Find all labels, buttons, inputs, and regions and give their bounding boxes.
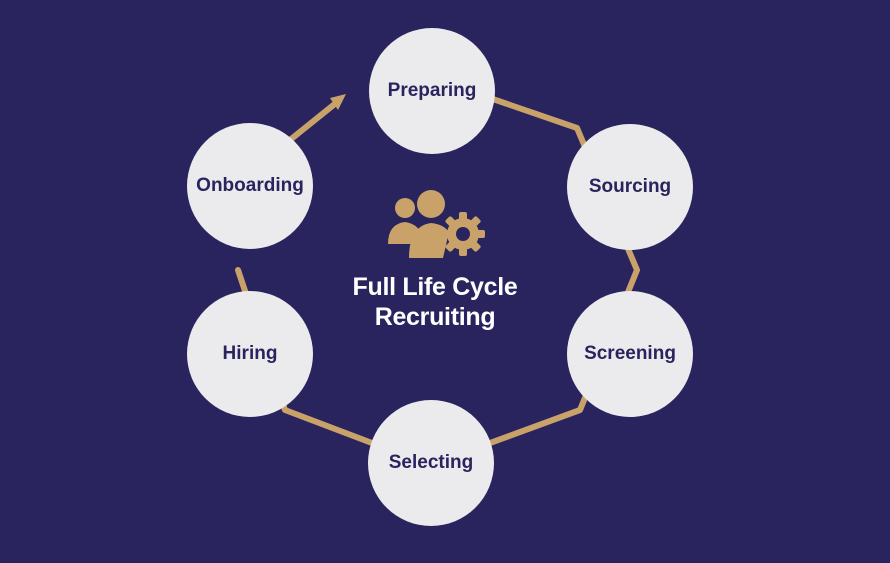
center-title: Full Life Cycle Recruiting <box>335 272 535 332</box>
center-title-line2: Recruiting <box>374 303 496 331</box>
stage-label: Onboarding <box>196 175 304 196</box>
loop-arrowhead <box>330 94 346 110</box>
stage-label: Sourcing <box>588 176 672 197</box>
stage-node-sourcing: Sourcing <box>567 124 693 250</box>
stage-node-screening: Screening <box>567 291 693 417</box>
stage-label: Preparing <box>387 80 477 101</box>
cycle-ring-path <box>235 83 640 468</box>
stage-label: Screening <box>584 343 676 364</box>
people-gear-icon <box>388 190 485 258</box>
center-title-line1: Full Life Cycle <box>352 273 518 301</box>
stage-label: Selecting <box>388 452 474 473</box>
stage-node-selecting: Selecting <box>368 400 494 526</box>
stage-node-preparing: Preparing <box>369 28 495 154</box>
center-block: Full Life Cycle Recruiting <box>335 188 535 332</box>
stage-node-onboarding: Onboarding <box>187 123 313 249</box>
stage-node-hiring: Hiring <box>187 291 313 417</box>
stage-label: Hiring <box>222 343 278 364</box>
